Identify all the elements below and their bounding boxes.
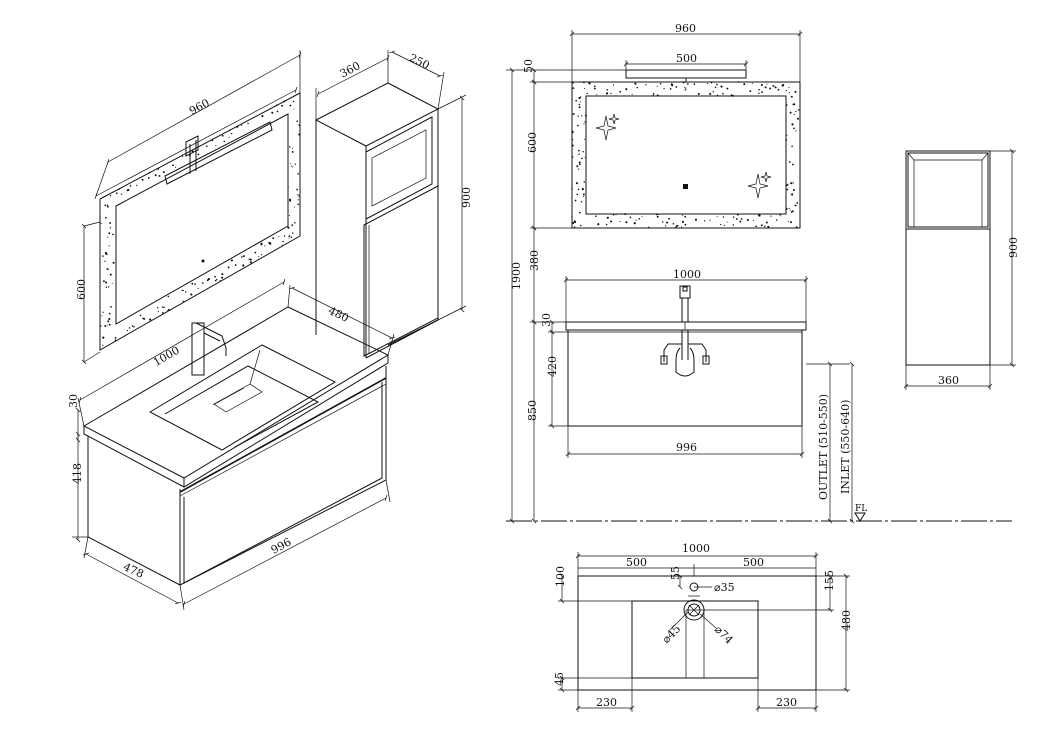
plan-drain-outer-label: ⌀74: [712, 623, 736, 647]
front-overall-height-label: 1900: [510, 262, 523, 290]
touch-sensor-icon: [683, 184, 688, 189]
front-lamp-width-label: 500: [676, 52, 697, 65]
side-height-label: 900: [1007, 237, 1020, 258]
plan-overall-depth-label: 480: [840, 610, 853, 631]
sparkle-icon: [747, 171, 772, 199]
front-dimensions: 960 500 1900 50 600 380 850 30 4: [506, 22, 855, 524]
outlet-label: OUTLET (510-550): [817, 394, 830, 500]
plan-tap-offset-label: 55: [669, 566, 682, 580]
front-mirror-height-label: 600: [526, 132, 539, 153]
front-mirror-gap-label: 50: [522, 59, 535, 73]
iso-mirror: [99, 92, 301, 351]
iso-mirror-height-label: 600: [75, 279, 88, 300]
plan-overall-width-label: 1000: [682, 542, 710, 555]
iso-basin-depth-label: 480: [326, 304, 351, 325]
plan-left-margin-label: 230: [596, 696, 617, 709]
front-view: FL: [506, 22, 1012, 524]
iso-basin-unit: [82, 306, 390, 586]
iso-unit-depth-label: 478: [121, 560, 145, 580]
floor-marker-icon: [854, 512, 866, 522]
iso-unit-height-label: 418: [71, 463, 84, 484]
front-lamp: [625, 69, 747, 79]
inlet-label: INLET (550-640): [839, 400, 852, 494]
front-drawer-height-label: 420: [546, 356, 559, 377]
front-top-thickness-label: 30: [540, 313, 553, 327]
front-basin-height-label: 850: [526, 400, 539, 421]
isometric-view: 960 600 360 250 900 480 1000 30: [67, 50, 473, 611]
front-mirror: [571, 69, 801, 229]
plan-top-margin-label: 100: [554, 566, 567, 587]
iso-cabinet-height-label: 900: [460, 187, 473, 208]
iso-dimensions: 960 600 360 250 900 480 1000 30: [67, 50, 473, 611]
front-drawer-width-label: 996: [676, 441, 697, 454]
iso-unit-width-label: 996: [269, 535, 294, 556]
plan-bottom-margin-label: 45: [553, 672, 566, 686]
front-mirror-speckle: [571, 81, 800, 229]
front-basin-unit: [565, 285, 807, 427]
front-mirror-to-basin-label: 380: [528, 250, 541, 271]
floor-label: FL: [855, 504, 867, 514]
side-view: 900 360: [903, 148, 1020, 390]
plan-right-top-margin-label: 155: [823, 570, 836, 591]
drain-inner-icon: [687, 603, 701, 617]
plan-drain-inner-label: ⌀45: [660, 622, 684, 646]
plan-left-half-label: 500: [626, 556, 647, 569]
side-width-label: 360: [938, 374, 959, 387]
iso-basin-width-label: 1000: [151, 344, 182, 369]
plan-view: 1000 500 500 55 ⌀35 100 155 480 ⌀45 ⌀74 …: [553, 542, 853, 712]
plan-tap-hole-label: ⌀35: [714, 581, 735, 594]
iso-cabinet-width-label: 250: [407, 51, 432, 72]
plan-right-margin-label: 230: [776, 696, 797, 709]
front-basin-width-label: 1000: [673, 268, 701, 281]
plan-right-half-label: 500: [743, 556, 764, 569]
iso-top-thickness-label: 30: [67, 394, 80, 408]
front-mirror-width-label: 960: [675, 22, 696, 35]
iso-mirror-width-label: 960: [187, 96, 212, 117]
sparkle-icon: [595, 113, 620, 141]
iso-mirror-speckle: [99, 100, 301, 346]
